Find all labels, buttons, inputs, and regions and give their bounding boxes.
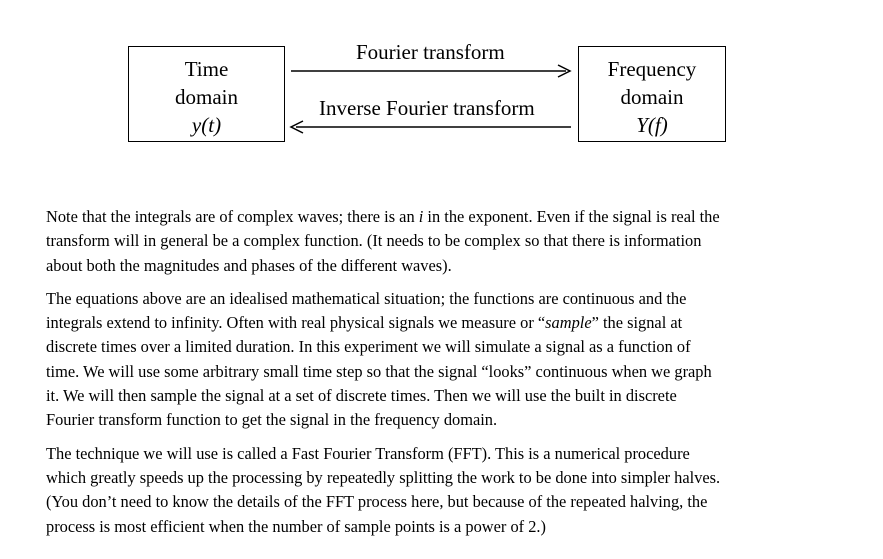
paragraph-1-line-1: Note that the integrals are of complex w… xyxy=(46,205,846,229)
frequency-domain-label-2: domain xyxy=(620,85,684,109)
time-domain-label-1: Time xyxy=(184,57,229,81)
time-domain-variable: y(t) xyxy=(191,113,222,137)
transform-arrows xyxy=(289,64,572,134)
frequency-domain-variable: Y(f) xyxy=(636,113,668,137)
body-text: Note that the integrals are of complex w… xyxy=(46,205,846,548)
paragraph-3-line-3: (You don’t need to know the details of t… xyxy=(46,492,708,512)
paragraph-fft: The technique we will use is called a Fa… xyxy=(46,442,846,539)
inverse-transform-label: Inverse Fourier transform xyxy=(319,96,535,120)
italic-sample: sample xyxy=(545,313,592,333)
text-run: ” the signal at xyxy=(591,313,683,333)
paragraph-3-line-4: process is most efficient when the numbe… xyxy=(46,516,546,536)
paragraph-1-line-2: transform will in general be a complex f… xyxy=(46,231,702,251)
forward-transform-label: Fourier transform xyxy=(356,40,505,64)
forward-arrow xyxy=(291,64,572,78)
text-run: integrals extend to infinity. Often with… xyxy=(46,313,546,333)
frequency-domain-label-1: Frequency xyxy=(607,57,697,81)
fourier-diagram: Time domain y(t) Frequency domain Y(f) F… xyxy=(0,0,883,190)
paragraph-2-line-2: integrals extend to infinity. Often with… xyxy=(46,311,846,335)
paragraph-2-line-5: it. We will then sample the signal at a … xyxy=(46,386,677,406)
time-domain-label-2: domain xyxy=(175,85,238,109)
paragraph-2-line-6: Fourier transform function to get the si… xyxy=(46,410,498,430)
time-domain-box: Time domain y(t) xyxy=(128,46,285,142)
paragraph-idealised-situation: The equations above are an idealised mat… xyxy=(46,287,846,433)
paragraph-2-line-1: The equations above are an idealised mat… xyxy=(46,288,687,308)
italic-i: i xyxy=(418,207,424,226)
text-run: in the exponent. Even if the signal is r… xyxy=(423,207,720,226)
paragraph-3-line-1: The technique we will use is called a Fa… xyxy=(46,443,690,463)
paragraph-2-line-4: time. We will use some arbitrary small t… xyxy=(46,361,712,381)
frequency-domain-box: Frequency domain Y(f) xyxy=(578,46,726,142)
text-run: Note that the integrals are of complex w… xyxy=(46,207,419,226)
paragraph-3-line-2: which greatly speeds up the processing b… xyxy=(46,467,721,487)
paragraph-2-line-3: discrete times over a limited duration. … xyxy=(46,337,691,357)
paragraph-1-line-3: about both the magnitudes and phases of … xyxy=(46,255,452,275)
paragraph-complex-waves: Note that the integrals are of complex w… xyxy=(46,205,846,278)
inverse-arrow xyxy=(289,120,571,134)
